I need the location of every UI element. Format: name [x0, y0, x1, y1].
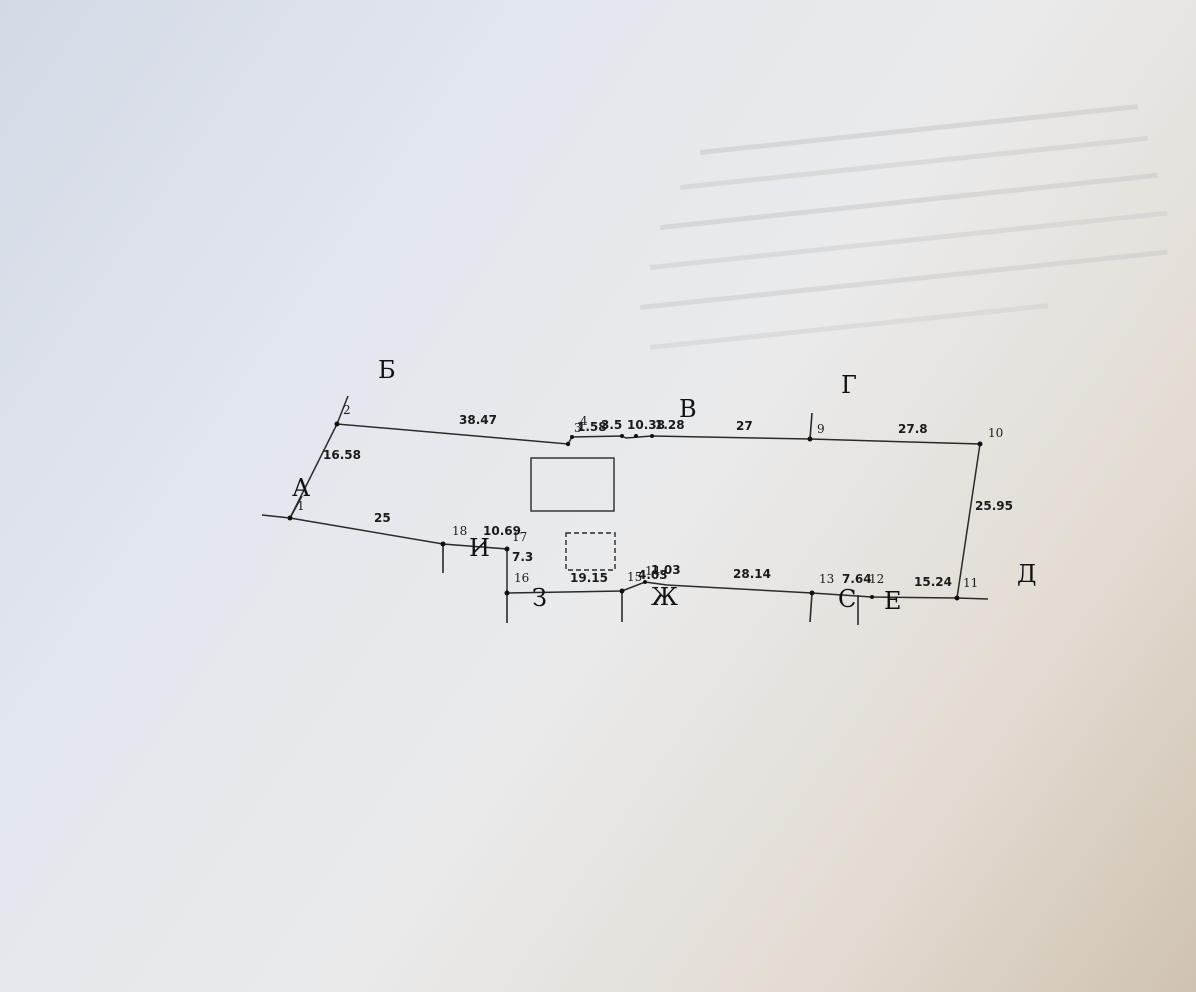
length-14-15b: 4.03	[638, 568, 668, 582]
neighbor-label-v: В	[679, 395, 697, 423]
point-label-4: 4	[580, 414, 588, 428]
length-18-1: 25	[374, 511, 391, 525]
length-10-11: 25.95	[975, 499, 1013, 513]
neighbor-label-a: А	[292, 474, 310, 502]
building-dashed	[565, 532, 616, 571]
length-6-8: 1.28	[655, 418, 685, 432]
point-label-17: 17	[512, 530, 527, 544]
length-15-16: 19.15	[570, 571, 608, 585]
point-label-16: 16	[514, 571, 529, 585]
length-12-13: 7.64	[842, 572, 872, 586]
length-16-17: 7.3	[512, 550, 533, 564]
neighbor-label-z: З	[532, 584, 547, 612]
length-8-9: 27	[736, 419, 753, 433]
length-4-5: 3.5	[601, 418, 622, 432]
length-17-18: 10.69	[483, 524, 521, 538]
length-2-3: 38.47	[459, 413, 497, 427]
point-label-14: 14	[645, 564, 661, 578]
point-label-9: 9	[817, 422, 825, 436]
point-label-18: 18	[452, 524, 467, 538]
point-label-12: 12	[869, 572, 884, 586]
length-3-4: 1.58	[577, 420, 607, 434]
point-label-2: 2	[343, 403, 351, 417]
neighbor-label-b: Б	[378, 356, 396, 384]
length-14-15: 1.03	[651, 563, 681, 577]
point-label-15: 15	[627, 570, 642, 584]
neighbor-ticks	[289, 412, 859, 625]
length-9-10: 27.8	[898, 422, 928, 436]
neighbor-label-s: С	[838, 585, 856, 613]
vertices	[287, 421, 983, 601]
point-label-1: 1	[297, 499, 305, 513]
point-label-10: 10	[988, 426, 1003, 440]
extension-line-west	[261, 514, 291, 519]
extension-line-nw	[336, 395, 349, 425]
length-1-2: 16.58	[323, 448, 361, 462]
length-13-14: 28.14	[733, 567, 771, 581]
neighbor-label-i: И	[469, 534, 490, 562]
neighbor-label-d: Д	[1017, 560, 1037, 588]
neighbor-label-g: Г	[841, 371, 857, 399]
point-label-13: 13	[819, 572, 834, 586]
bleed-through-text	[640, 104, 1168, 350]
point-label-3: 3	[574, 421, 582, 435]
building-solid	[530, 457, 615, 512]
neighbor-label-zh: Ж	[651, 583, 678, 611]
neighbor-label-e: Е	[884, 587, 902, 615]
extension-line-east	[956, 597, 989, 600]
length-11-12: 15.24	[914, 575, 952, 589]
length-5-6: 10.38	[627, 418, 665, 432]
point-label-11: 11	[963, 576, 978, 590]
